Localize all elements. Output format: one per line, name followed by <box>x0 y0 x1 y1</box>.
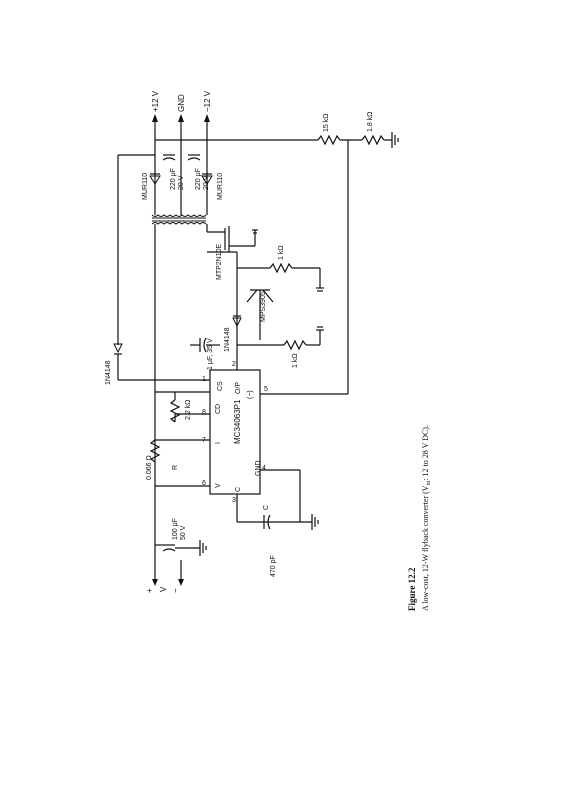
figure-number: Figure 12.2 <box>407 567 417 611</box>
ic-minus-label: (−) <box>247 390 254 399</box>
arrow-icon <box>152 579 158 586</box>
ic-pin-ix-label: I <box>215 442 222 444</box>
rsc-value-label: 0.066 Ω <box>146 455 153 480</box>
caption-text: A low-cost, 12-W flyback converter (V <box>421 485 430 611</box>
ic-mc34063: CS O/P CD I MC34063P1 (−) V C GND 1 2 3 … <box>202 361 268 504</box>
input-minus-label: − <box>171 588 180 593</box>
cap-out-b-label: 220 μF <box>195 168 202 190</box>
ic-pin1: 1 <box>202 376 206 383</box>
cap-out-b-volt: 20 V <box>203 175 210 190</box>
mosfet-mtp2n10e <box>207 226 258 252</box>
output-pos12-label: +12 V <box>151 90 160 112</box>
ic-pin8: 8 <box>202 409 206 416</box>
figure-caption: A low-cost, 12-W flyback converter (Vin:… <box>421 425 432 611</box>
resistor-1k8 <box>361 134 385 146</box>
ic-pin-op-label: O/P <box>235 382 242 394</box>
r1k8-label: 1.8 kΩ <box>367 112 374 132</box>
diode-mur110-b <box>201 175 213 185</box>
ic-pin2: 2 <box>232 361 236 368</box>
svg-text:A low-cost, 12-W flyback conve: A low-cost, 12-W flyback converter (Vin:… <box>421 425 432 611</box>
mur110-b-label: MUR110 <box>217 173 224 200</box>
arrow-icon <box>178 579 184 586</box>
diode-1n4148-a <box>113 343 123 354</box>
arrow-icon <box>204 114 210 122</box>
ic-pin-vcc-label: V <box>215 483 222 488</box>
output-neg12-label: −12 V <box>203 90 212 112</box>
ic-pin-gnd-label: GND <box>255 460 262 476</box>
resistor-2k2 <box>169 399 181 423</box>
resistor-rsc <box>149 439 161 463</box>
circuit-diagram: +12 V GND −12 V 15 kΩ 1.8 kΩ MU <box>105 90 399 593</box>
transformer <box>151 214 207 225</box>
mur110-a-label: MUR110 <box>142 173 149 200</box>
ct-label: C <box>263 505 270 510</box>
input-vin-label: V <box>159 586 168 592</box>
ic-pin-cs-label: CS <box>217 381 224 391</box>
ic-pin-cd-label: CD <box>215 404 222 414</box>
r1k-a-label: 1 kΩ <box>278 245 285 260</box>
mosfet-label: MTP2N10E <box>216 243 223 280</box>
transistor-mps3905 <box>236 268 274 340</box>
r15k-label: 15 kΩ <box>323 114 330 132</box>
ic-pin-ct-label: C <box>235 487 242 492</box>
1n4148-a-label: 1N4148 <box>105 360 112 385</box>
r1k-b-label: 1 kΩ <box>292 353 299 368</box>
caption-tail: : 12 to 28 V DC). <box>421 425 430 481</box>
caption-sub: in <box>426 481 432 486</box>
cap-out-a-label: 220 μF <box>170 168 177 190</box>
arrow-icon <box>178 114 184 122</box>
cap-1uf-label: 1 μF, 35 V <box>207 338 214 370</box>
diode-mur110-a <box>149 175 161 185</box>
input-plus-label: + <box>145 588 154 593</box>
cap-in-label: 100 μF <box>172 518 179 540</box>
ct-value-label: 470 pF <box>270 555 277 577</box>
output-gnd-label: GND <box>177 94 186 112</box>
resistor-1k-a <box>269 262 293 274</box>
ic-pin5: 5 <box>264 386 268 393</box>
ic-pin6: 6 <box>202 480 206 487</box>
ic-pin3: 3 <box>232 497 236 504</box>
cap-out-a-volt: 20 V <box>178 175 185 190</box>
resistor-15k <box>317 134 341 146</box>
ic-pin4: 4 <box>262 465 266 472</box>
resistor-1k-b <box>283 339 307 351</box>
1n4148-b-label: 1N4148 <box>224 327 231 352</box>
r2k2-label: 2.2 kΩ <box>185 400 192 420</box>
mps3905-label: MPS3905 <box>260 291 267 322</box>
cap-in-volt-label: 50 V <box>180 525 187 540</box>
rsc-label: R <box>172 465 179 470</box>
ic-name-label: MC34063P1 <box>233 399 242 444</box>
arrow-icon <box>152 114 158 122</box>
